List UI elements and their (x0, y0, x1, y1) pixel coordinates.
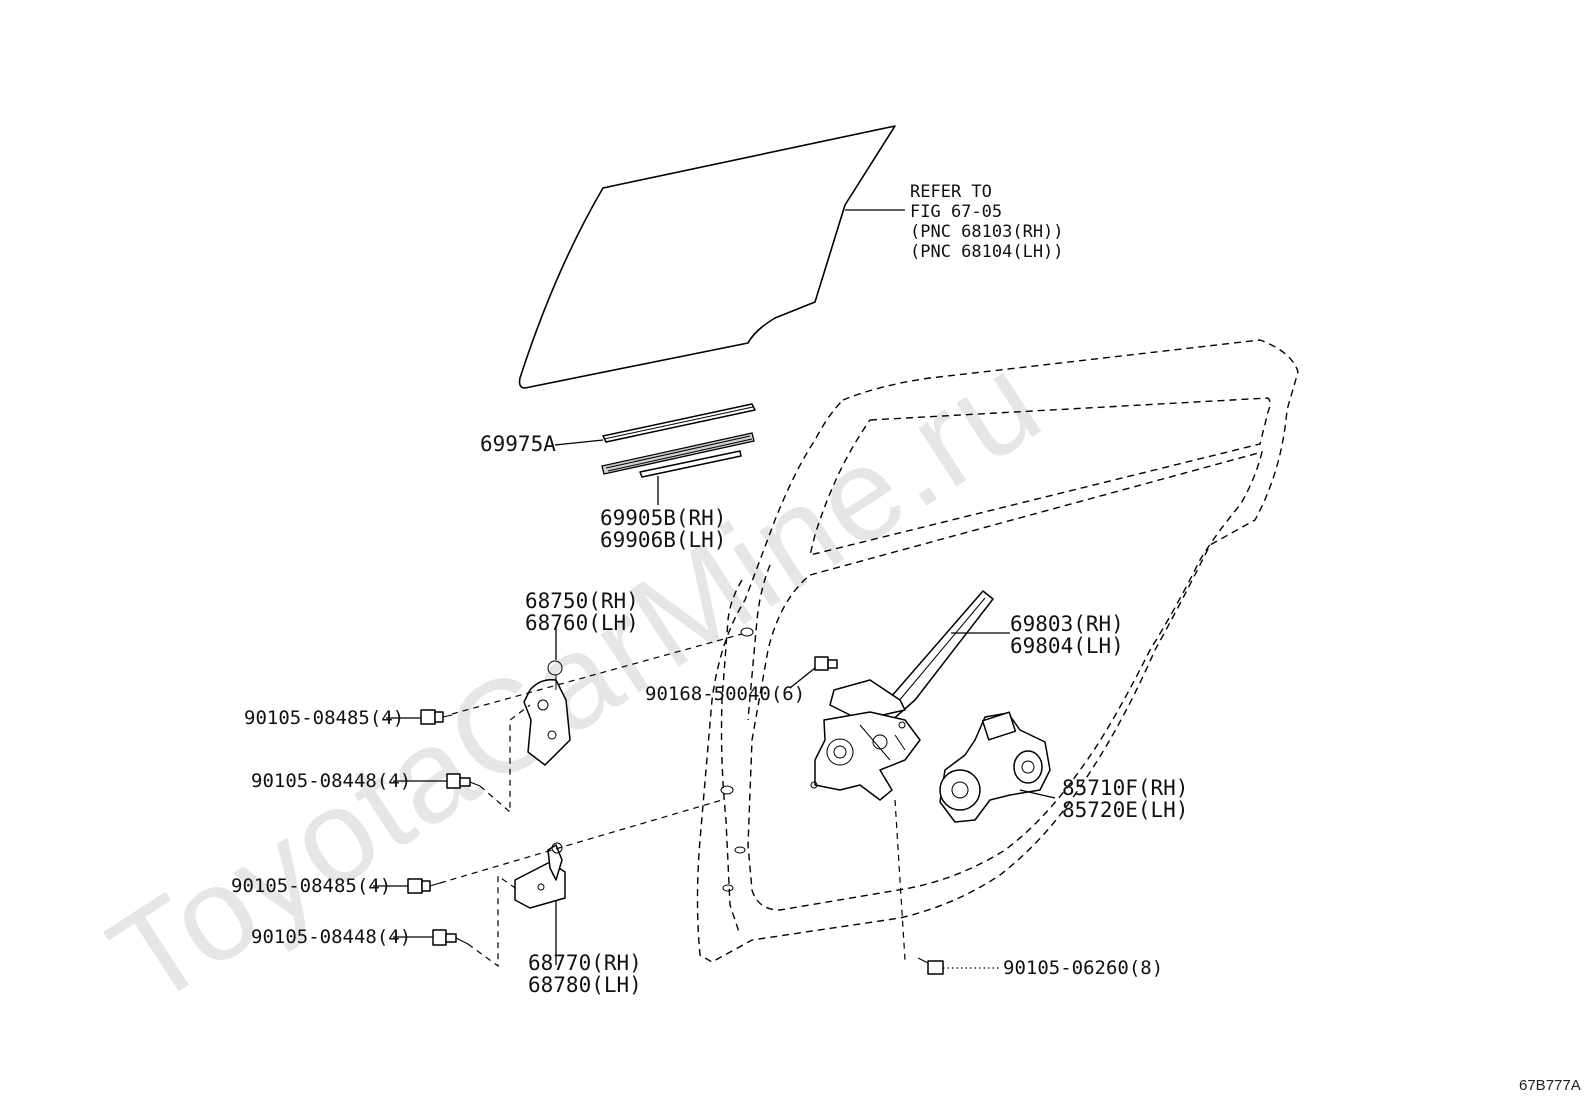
label-refer-4: (PNC 68104(LH)) (910, 242, 1064, 262)
dash-line-08448-lower (467, 874, 519, 968)
label-90105-06260: 90105-06260(8) (1003, 957, 1163, 979)
label-90105-08485-lower: 90105-08485(4) (231, 875, 391, 897)
label-68770: 68770(RH) (528, 951, 642, 975)
label-68750: 68750(RH) (525, 589, 639, 613)
callout-labels: REFER TO FIG 67-05 (PNC 68103(RH)) (PNC … (231, 182, 1581, 1094)
rear-channel-68750 (523, 660, 571, 766)
belt-moulding-69975A (602, 403, 756, 443)
bolt-90105-06260 (917, 957, 944, 975)
label-69905B: 69905B(RH) (600, 506, 726, 530)
dash-line-regulator (894, 799, 906, 961)
bolt-90105-08485-lower (407, 878, 441, 894)
label-90105-08448-lower: 90105-08448(4) (251, 926, 411, 948)
leader-90168 (789, 667, 816, 689)
door-outline (696, 339, 1299, 963)
bolt-90105-08448-upper (446, 773, 481, 789)
label-69906B: 69906B(LH) (600, 528, 726, 552)
label-refer-1: REFER TO (910, 182, 992, 202)
bolt-90105-08485-upper (420, 709, 453, 725)
label-85720E: 85720E(LH) (1062, 798, 1188, 822)
label-69975A: 69975A (480, 432, 556, 456)
label-90105-08485-upper: 90105-08485(4) (244, 707, 404, 729)
bolt-90105-08448-lower (432, 929, 469, 946)
dash-line-08448-upper (479, 704, 531, 814)
leader-85710F (1019, 789, 1056, 799)
figure-id: 67B777A (1519, 1077, 1581, 1094)
label-refer-3: (PNC 68103(RH)) (910, 222, 1064, 242)
dash-line-08485-lower (439, 799, 723, 884)
door-glass (518, 125, 896, 389)
label-refer-2: FIG 67-05 (910, 202, 1002, 222)
label-85710F: 85710F(RH) (1062, 776, 1188, 800)
stud-90168-50040 (814, 656, 838, 671)
window-regulator-69803 (810, 590, 994, 801)
label-90168-50040: 90168-50040(6) (645, 683, 805, 705)
label-69804: 69804(LH) (1010, 634, 1124, 658)
lower-channel-68770 (514, 842, 566, 909)
window-motor-85710F (939, 711, 1051, 823)
label-68760: 68760(LH) (525, 611, 639, 635)
label-68780: 68780(LH) (528, 973, 642, 997)
leader-69975A (554, 439, 604, 446)
label-69803: 69803(RH) (1010, 612, 1124, 636)
weatherstrip-69905B (601, 432, 755, 478)
label-90105-08448-upper: 90105-08448(4) (251, 770, 411, 792)
